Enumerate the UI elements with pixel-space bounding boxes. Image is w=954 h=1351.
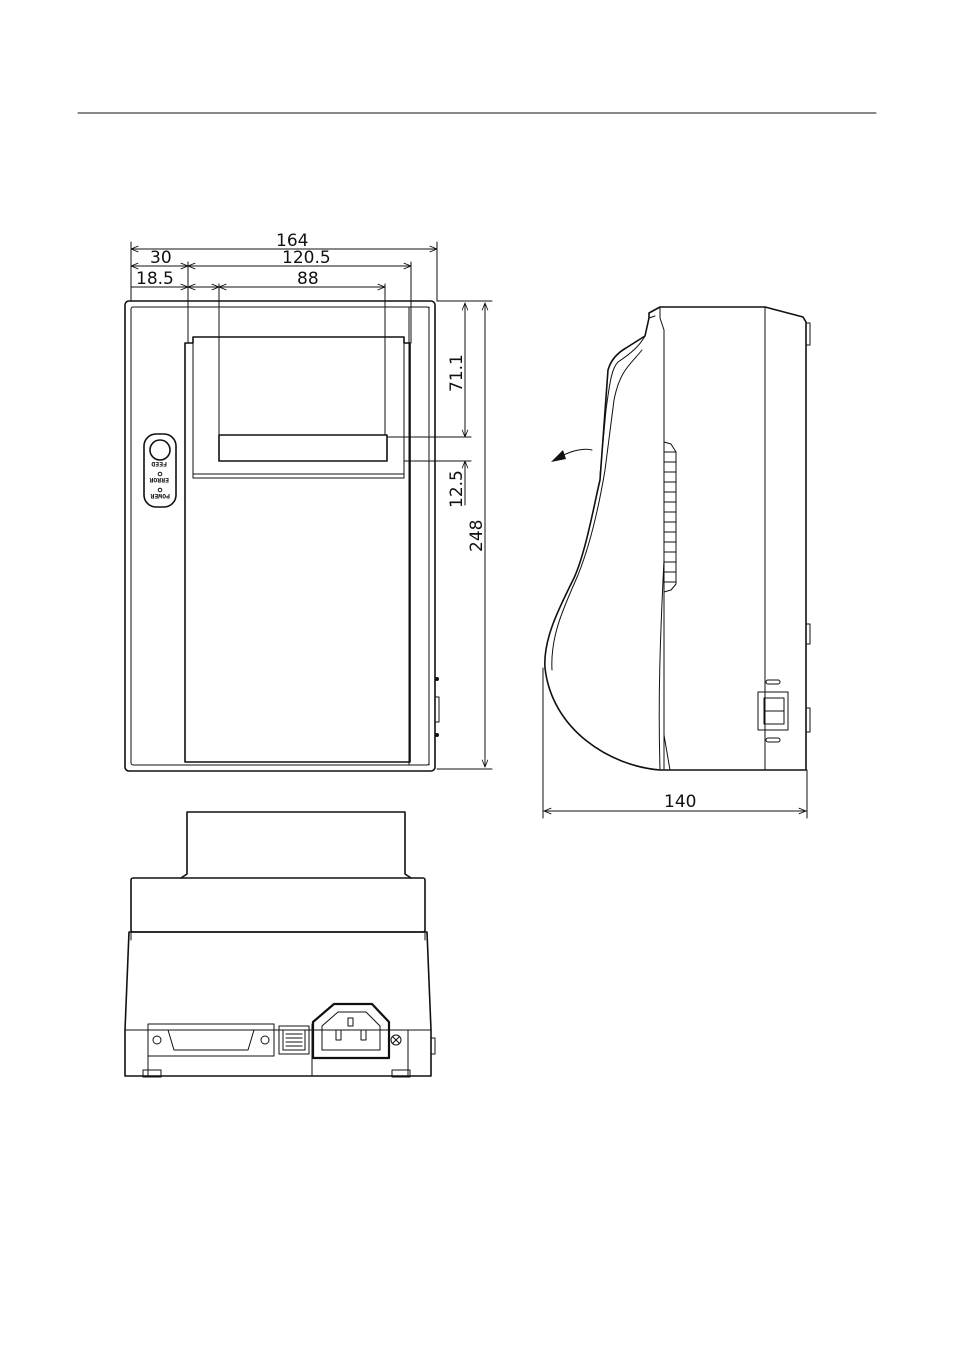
dim-88: 88 (297, 269, 319, 289)
top-view-body-inner (131, 307, 429, 765)
horizontal-dimensions: 164 30 120.5 18.5 88 (131, 231, 437, 435)
error-led (158, 472, 162, 476)
feed-label: FEED (151, 460, 167, 468)
dim-120-5: 120.5 (282, 248, 331, 268)
power-led (158, 488, 162, 492)
side-view-body-outline (545, 307, 806, 770)
rear-view-cover (181, 812, 411, 878)
dim-248: 248 (467, 520, 487, 552)
error-label: ERROR (149, 476, 169, 484)
power-label: POWER (150, 492, 170, 500)
paper-window (193, 337, 404, 474)
paper-slot (219, 435, 387, 461)
dim-140: 140 (664, 792, 696, 812)
side-view: 140 (543, 307, 810, 818)
rear-view-upper-shell (131, 878, 425, 932)
modular-jack-icon (279, 1026, 309, 1054)
open-direction-arrow-icon (551, 449, 592, 462)
power-switch-icon[interactable] (758, 680, 788, 742)
dim-18-5: 18.5 (136, 269, 174, 289)
vent-grille-icon (664, 442, 676, 592)
dim-30: 30 (150, 248, 172, 268)
top-view: FEED ERROR POWER 164 30 120.5 18.5 88 (125, 231, 492, 771)
ac-inlet-icon (313, 1004, 389, 1058)
screw-icon (391, 1035, 401, 1045)
parallel-port-icon (148, 1024, 274, 1056)
dim-12-5: 12.5 (447, 470, 467, 508)
top-view-body-outline (125, 301, 435, 771)
rear-view-base (125, 932, 431, 1076)
feed-button[interactable] (150, 440, 170, 460)
dim-71-1: 71.1 (447, 354, 467, 392)
rear-view (125, 812, 435, 1077)
